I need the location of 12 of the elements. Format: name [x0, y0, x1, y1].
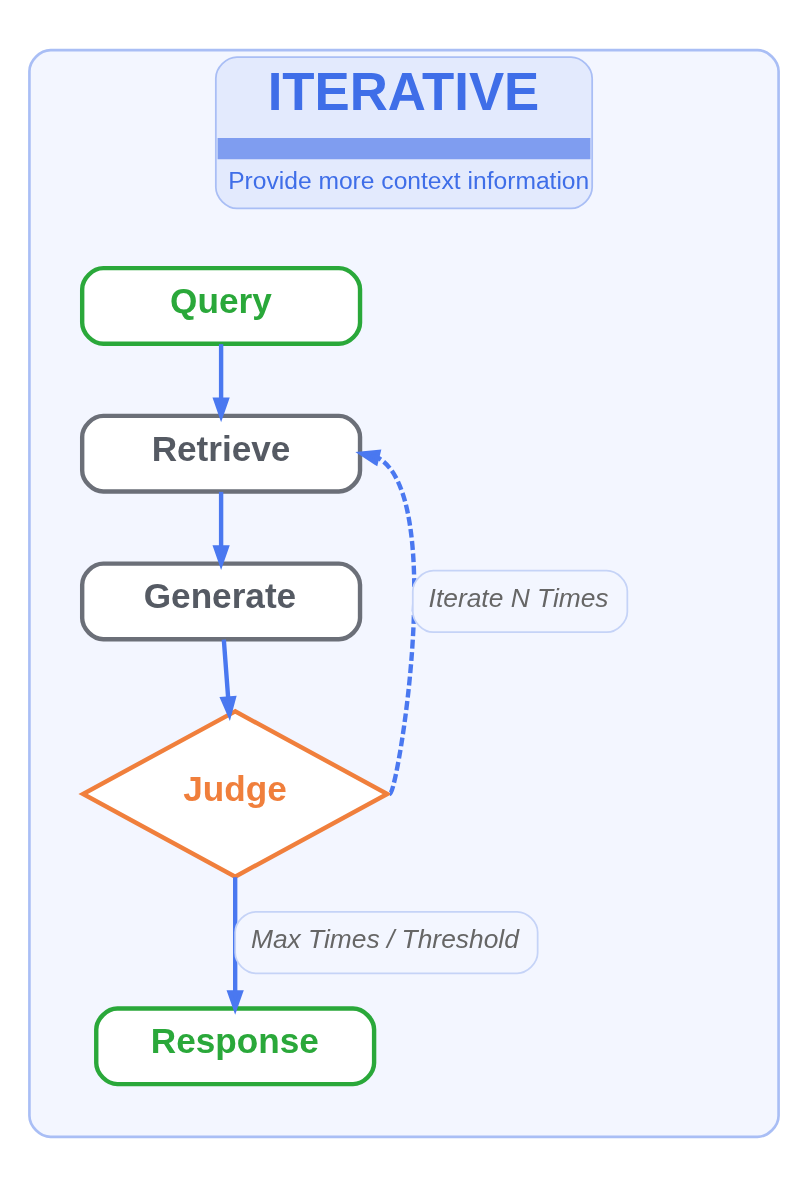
edge-label: Max Times / Threshold — [251, 923, 519, 954]
node-box: Query — [80, 265, 363, 346]
arrow — [355, 449, 417, 795]
arrow — [226, 876, 244, 1015]
node-box: Retrieve — [80, 413, 363, 494]
node-box: Generate — [80, 560, 363, 641]
arrow — [212, 343, 230, 422]
edge-label: Iterate N Times — [428, 582, 609, 613]
arrow — [219, 638, 237, 721]
node-diamond: Judge — [78, 708, 392, 879]
node-box: Response — [94, 1005, 377, 1086]
arrow — [212, 491, 230, 570]
